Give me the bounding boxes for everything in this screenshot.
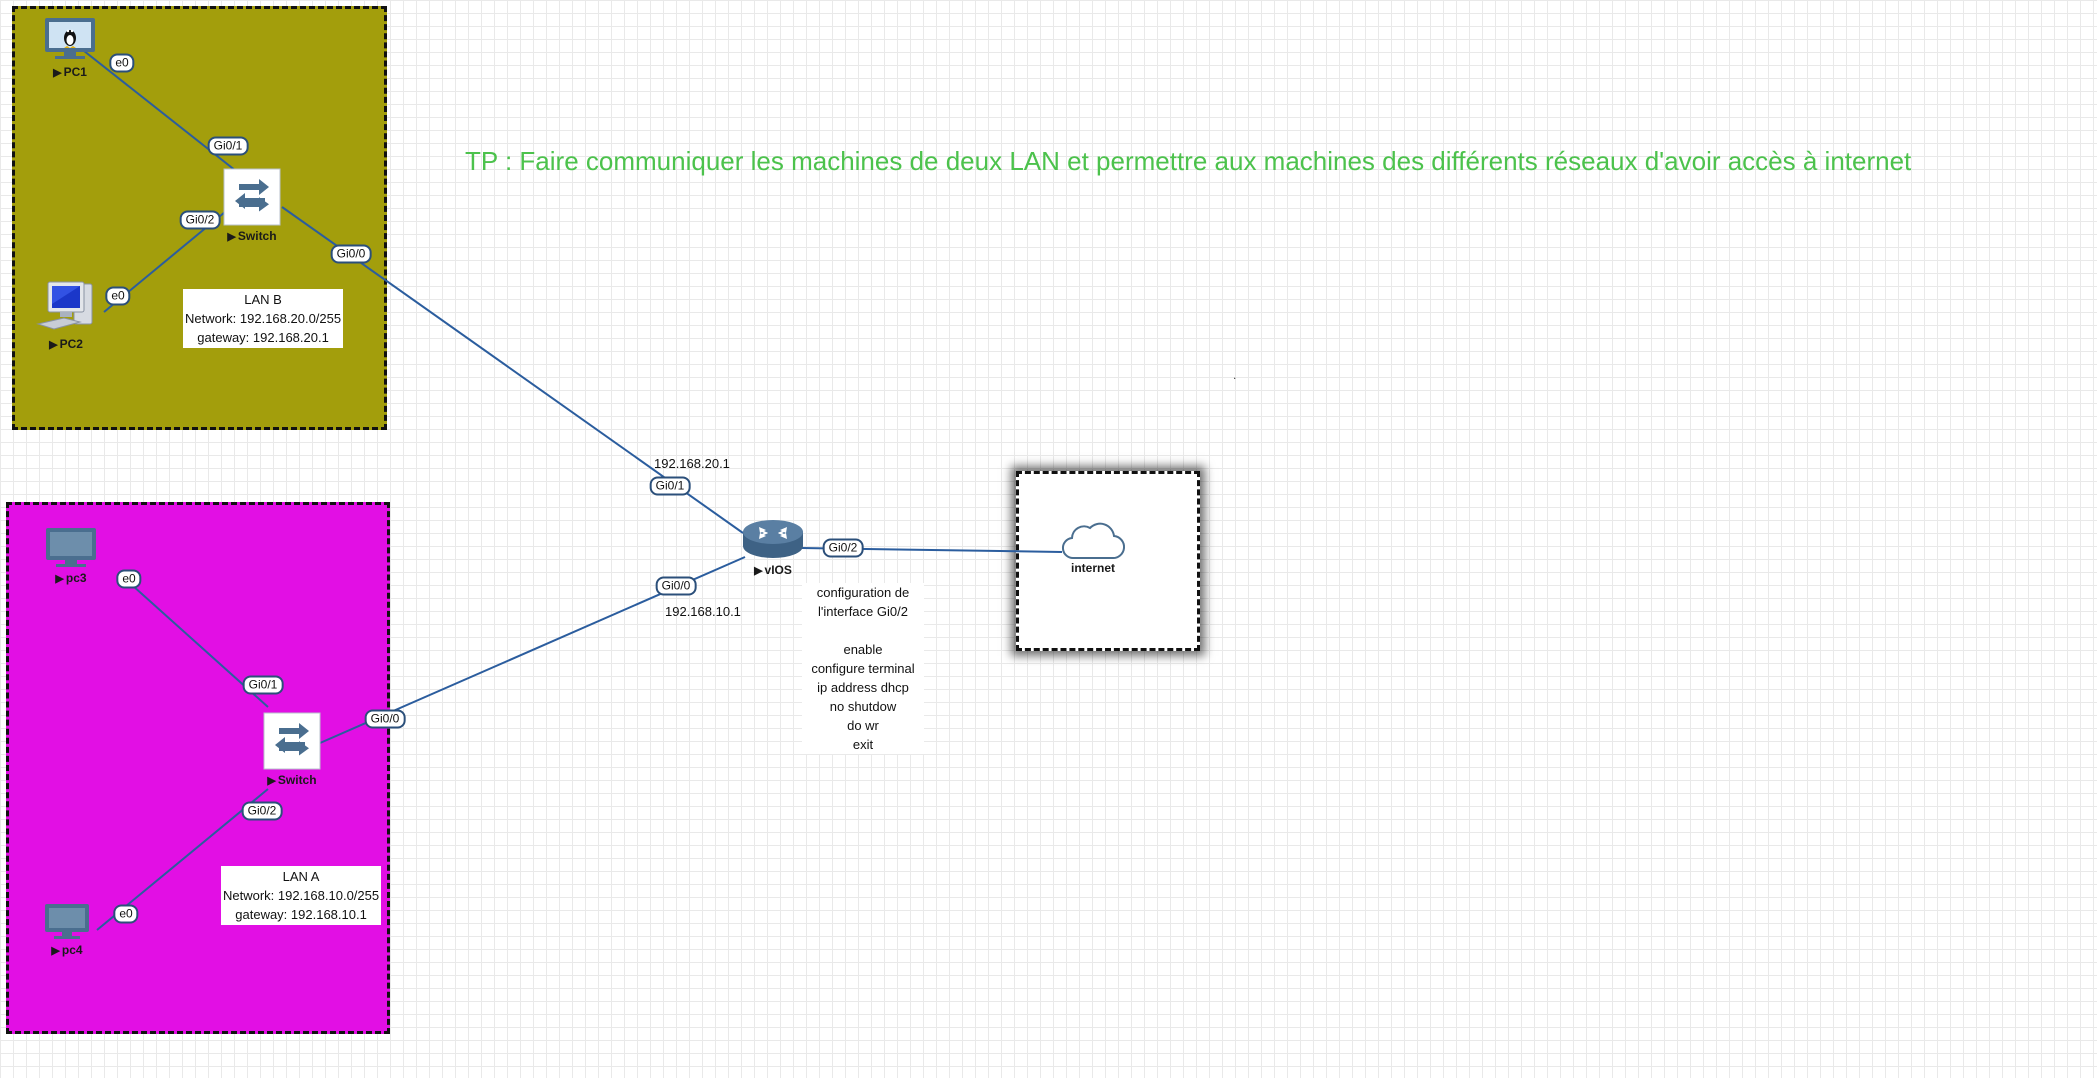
monitor-icon	[45, 904, 89, 939]
config-note-line	[802, 621, 924, 640]
lan-network: Network: 192.168.20.0/255	[185, 311, 342, 326]
config-notes: configuration de l'interface Gi0/2 enable c…	[802, 583, 924, 754]
switch-icon	[263, 712, 321, 770]
port-switch-a-gi02[interactable]: Gi0/2	[241, 801, 283, 821]
node-internet[interactable]: internet	[1060, 518, 1126, 575]
lan-a-info: LAN A Network: 192.168.10.0/255 gateway:…	[221, 866, 382, 925]
config-note-line: do wr	[847, 718, 879, 733]
node-label: ▶PC2	[49, 337, 83, 351]
config-note-line: configuration de	[816, 585, 910, 600]
node-switch-b[interactable]: ▶Switch	[223, 168, 281, 243]
lan-name: LAN A	[282, 869, 320, 884]
lan-b-info: LAN B Network: 192.168.20.0/255 gateway:…	[183, 289, 344, 348]
linux-monitor-icon	[45, 18, 95, 59]
config-note-line: l'interface Gi0/2	[818, 604, 908, 619]
page-title: TP : Faire communiquer les machines de d…	[465, 146, 1912, 176]
ip-label-gi01: 192.168.20.1	[654, 456, 730, 471]
node-label: ▶pc3	[55, 571, 87, 585]
port-switch-a-gi00[interactable]: Gi0/0	[364, 709, 406, 729]
node-label: ▶pc4	[51, 943, 83, 957]
config-note-line: enable	[843, 642, 883, 657]
port-pc1-e0[interactable]: e0	[109, 53, 135, 73]
desktop-pc-icon	[36, 281, 93, 330]
port-switch-b-gi00[interactable]: Gi0/0	[330, 244, 372, 264]
lan-gateway: gateway: 192.168.10.1	[235, 907, 367, 922]
node-pc2[interactable]: ▶PC2	[34, 278, 98, 351]
lan-a-zone[interactable]	[6, 502, 390, 1034]
lan-network: Network: 192.168.10.0/255	[223, 888, 380, 903]
monitor-icon	[46, 528, 96, 567]
port-pc3-e0[interactable]: e0	[116, 569, 142, 589]
port-switch-a-gi01[interactable]: Gi0/1	[242, 675, 284, 695]
stray-mark: .	[1233, 368, 1237, 382]
config-note-line: no shutdow	[829, 699, 897, 714]
ip-label-gi00: 192.168.10.1	[665, 604, 741, 619]
node-label: ▶Switch	[267, 773, 317, 787]
port-pc4-e0[interactable]: e0	[113, 904, 139, 924]
node-pc4[interactable]: ▶pc4	[42, 902, 92, 957]
node-pc1[interactable]: ▶PC1	[41, 16, 99, 79]
internet-zone[interactable]	[1016, 471, 1200, 651]
port-switch-b-gi02[interactable]: Gi0/2	[179, 210, 221, 230]
router-icon	[743, 520, 803, 558]
node-label: ▶PC1	[53, 65, 87, 79]
link-pc1-switch-b[interactable]	[78, 46, 251, 183]
node-label: ▶vIOS	[754, 563, 792, 577]
port-switch-b-gi01[interactable]: Gi0/1	[207, 136, 249, 156]
config-note-line: configure terminal	[811, 661, 915, 676]
node-label: internet	[1070, 561, 1115, 575]
config-note-line: ip address dhcp	[817, 680, 909, 695]
lan-gateway: gateway: 192.168.20.1	[197, 330, 329, 345]
node-label: ▶Switch	[227, 229, 277, 243]
port-router-gi01[interactable]: Gi0/1	[649, 476, 691, 496]
lan-name: LAN B	[244, 292, 282, 307]
node-switch-a[interactable]: ▶Switch	[263, 712, 321, 787]
cloud-icon	[1062, 522, 1126, 560]
node-pc3[interactable]: ▶pc3	[42, 526, 100, 585]
port-router-gi02[interactable]: Gi0/2	[822, 538, 864, 558]
switch-icon	[223, 168, 281, 226]
port-router-gi00[interactable]: Gi0/0	[655, 576, 697, 596]
node-router-vios[interactable]: ▶vIOS	[741, 518, 805, 577]
port-pc2-e0[interactable]: e0	[105, 286, 131, 306]
config-note-line: exit	[852, 737, 874, 752]
